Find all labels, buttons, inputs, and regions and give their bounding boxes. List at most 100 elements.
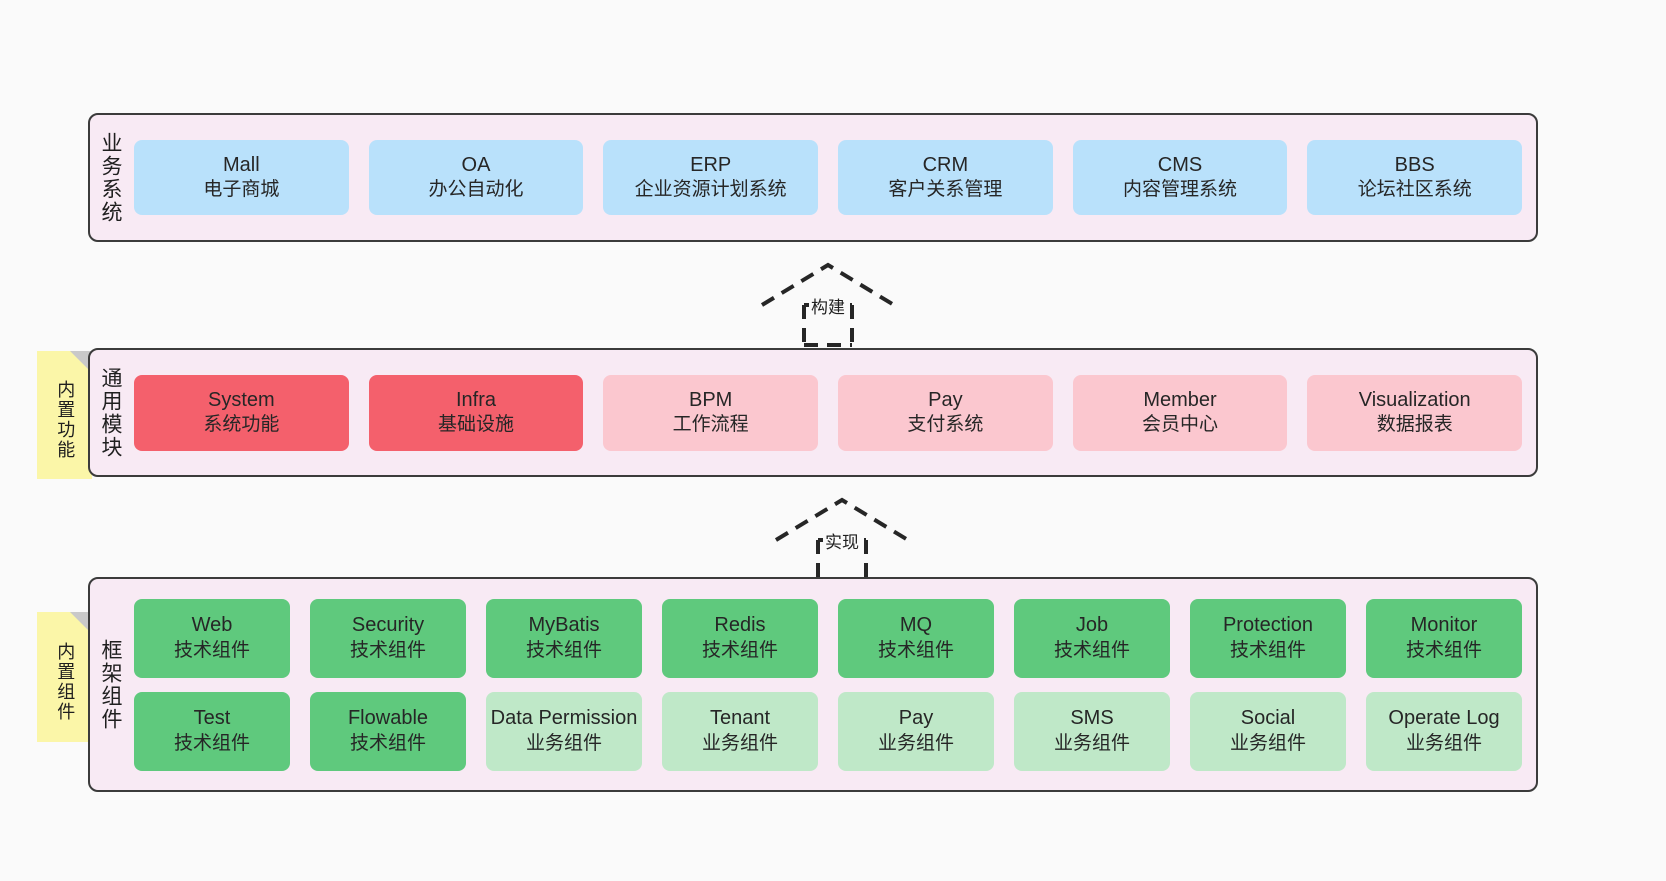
note-builtin-component-text: 内置组件 bbox=[55, 642, 76, 722]
card-name: Infra bbox=[455, 388, 497, 411]
arrow-build-label: 构建 bbox=[809, 293, 847, 318]
card-name: MyBatis bbox=[528, 614, 600, 637]
note-fold-icon bbox=[70, 351, 92, 373]
framework-card-tenant[interactable]: Tenant 业务组件 bbox=[662, 691, 818, 771]
card-name: Operate Log bbox=[1388, 707, 1500, 730]
card-desc: 技术组件 bbox=[1229, 639, 1306, 661]
card-name: Flowable bbox=[347, 707, 429, 730]
layer-title-common-text: 通用模块 bbox=[99, 366, 123, 459]
card-name: Redis bbox=[714, 614, 766, 637]
card-desc: 业务组件 bbox=[877, 732, 954, 754]
business-card-erp[interactable]: ERP 企业资源计划系统 bbox=[603, 140, 819, 215]
layer-business-boxes: Mall 电子商城 OA 办公自动化 ERP 企业资源计划系统 CRM 客户关系… bbox=[130, 115, 1536, 240]
framework-card-protection[interactable]: Protection 技术组件 bbox=[1190, 598, 1346, 678]
layer-title-framework: 框架组件 bbox=[90, 579, 130, 790]
card-name: Visualization bbox=[1358, 388, 1471, 411]
note-fold-icon bbox=[70, 612, 92, 634]
card-name: Job bbox=[1075, 614, 1109, 637]
card-name: BBS bbox=[1394, 153, 1435, 176]
card-desc: 系统功能 bbox=[203, 414, 280, 436]
card-desc: 论坛社区系统 bbox=[1357, 179, 1472, 201]
framework-card-job[interactable]: Job 技术组件 bbox=[1014, 598, 1170, 678]
card-desc: 工作流程 bbox=[672, 414, 749, 436]
framework-card-web[interactable]: Web 技术组件 bbox=[134, 598, 290, 678]
card-name: Monitor bbox=[1410, 614, 1478, 637]
business-row-1: Mall 电子商城 OA 办公自动化 ERP 企业资源计划系统 CRM 客户关系… bbox=[134, 140, 1523, 215]
common-card-bpm[interactable]: BPM 工作流程 bbox=[603, 374, 819, 451]
card-name: Security bbox=[351, 614, 425, 637]
card-desc: 业务组件 bbox=[525, 732, 602, 754]
layer-title-business: 业务系统 bbox=[90, 115, 130, 240]
common-row-1: System 系统功能 Infra 基础设施 BPM 工作流程 Pay 支付系统… bbox=[134, 374, 1523, 451]
framework-row-1: Web 技术组件 Security 技术组件 MyBatis 技术组件 Redi… bbox=[134, 598, 1522, 678]
card-desc: 支付系统 bbox=[907, 414, 984, 436]
framework-row-2: Test 技术组件 Flowable 技术组件 Data Permission … bbox=[134, 691, 1522, 771]
card-name: OA bbox=[461, 153, 491, 176]
framework-card-social[interactable]: Social 业务组件 bbox=[1190, 691, 1346, 771]
card-desc: 技术组件 bbox=[173, 732, 250, 754]
common-card-system[interactable]: System 系统功能 bbox=[134, 374, 349, 451]
card-desc: 技术组件 bbox=[525, 639, 602, 661]
card-desc: 办公自动化 bbox=[428, 179, 524, 201]
card-name: Test bbox=[193, 707, 231, 730]
framework-card-operate-log[interactable]: Operate Log 业务组件 bbox=[1366, 691, 1522, 771]
layer-title-common: 通用模块 bbox=[90, 350, 130, 475]
common-card-visualization[interactable]: Visualization 数据报表 bbox=[1307, 374, 1523, 451]
card-desc: 技术组件 bbox=[173, 639, 250, 661]
business-card-crm[interactable]: CRM 客户关系管理 bbox=[838, 140, 1053, 215]
layer-framework-component: 框架组件 Web 技术组件 Security 技术组件 MyBatis 技术组件… bbox=[88, 577, 1538, 792]
common-card-member[interactable]: Member 会员中心 bbox=[1072, 374, 1288, 451]
card-desc: 电子商城 bbox=[203, 179, 280, 201]
business-card-oa[interactable]: OA 办公自动化 bbox=[368, 140, 584, 215]
framework-card-data-permission[interactable]: Data Permission 业务组件 bbox=[486, 691, 642, 771]
card-desc: 技术组件 bbox=[1053, 639, 1130, 661]
arrow-build: 构建 bbox=[758, 261, 898, 347]
card-name: ERP bbox=[690, 153, 732, 176]
layer-title-framework-text: 框架组件 bbox=[99, 638, 123, 731]
layer-title-business-text: 业务系统 bbox=[99, 131, 123, 224]
framework-card-redis[interactable]: Redis 技术组件 bbox=[662, 598, 818, 678]
business-card-cms[interactable]: CMS 内容管理系统 bbox=[1072, 140, 1288, 215]
business-card-mall[interactable]: Mall 电子商城 bbox=[134, 140, 349, 215]
card-name: CRM bbox=[922, 153, 969, 176]
framework-card-sms[interactable]: SMS 业务组件 bbox=[1014, 691, 1170, 771]
card-name: Pay bbox=[928, 388, 963, 411]
card-desc: 会员中心 bbox=[1142, 414, 1219, 436]
card-name: Mall bbox=[223, 153, 260, 176]
business-card-bbs[interactable]: BBS 论坛社区系统 bbox=[1307, 140, 1523, 215]
card-name: Tenant bbox=[709, 707, 771, 730]
card-desc: 技术组件 bbox=[1405, 639, 1482, 661]
common-card-pay[interactable]: Pay 支付系统 bbox=[838, 374, 1053, 451]
card-desc: 技术组件 bbox=[349, 732, 426, 754]
card-desc: 业务组件 bbox=[701, 732, 778, 754]
card-name: Web bbox=[191, 614, 233, 637]
card-desc: 内容管理系统 bbox=[1123, 179, 1238, 201]
card-name: Data Permission bbox=[490, 707, 638, 730]
common-card-infra[interactable]: Infra 基础设施 bbox=[368, 374, 584, 451]
framework-card-mybatis[interactable]: MyBatis 技术组件 bbox=[486, 598, 642, 678]
framework-card-mq[interactable]: MQ 技术组件 bbox=[838, 598, 994, 678]
card-name: BPM bbox=[689, 388, 733, 411]
note-builtin-function: 内置功能 bbox=[37, 351, 92, 479]
arrow-implement: 实现 bbox=[772, 496, 912, 582]
card-name: Pay bbox=[898, 707, 934, 730]
card-name: Member bbox=[1143, 388, 1217, 411]
card-name: CMS bbox=[1157, 153, 1203, 176]
card-name: SMS bbox=[1070, 707, 1114, 730]
card-name: Social bbox=[1240, 707, 1296, 730]
note-builtin-component: 内置组件 bbox=[37, 612, 92, 742]
arrow-implement-label: 实现 bbox=[823, 528, 861, 553]
card-desc: 客户关系管理 bbox=[888, 179, 1003, 201]
framework-card-test[interactable]: Test 技术组件 bbox=[134, 691, 290, 771]
dashed-generalization-arrow-icon bbox=[760, 262, 896, 347]
framework-card-monitor[interactable]: Monitor 技术组件 bbox=[1366, 598, 1522, 678]
card-desc: 数据报表 bbox=[1376, 414, 1453, 436]
dashed-generalization-arrow-icon bbox=[774, 497, 910, 582]
framework-card-flowable[interactable]: Flowable 技术组件 bbox=[310, 691, 466, 771]
layer-common-module: 通用模块 System 系统功能 Infra 基础设施 BPM 工作流程 Pay bbox=[88, 348, 1538, 477]
framework-card-security[interactable]: Security 技术组件 bbox=[310, 598, 466, 678]
card-desc: 业务组件 bbox=[1053, 732, 1130, 754]
framework-card-pay[interactable]: Pay 业务组件 bbox=[838, 691, 994, 771]
card-desc: 业务组件 bbox=[1229, 732, 1306, 754]
